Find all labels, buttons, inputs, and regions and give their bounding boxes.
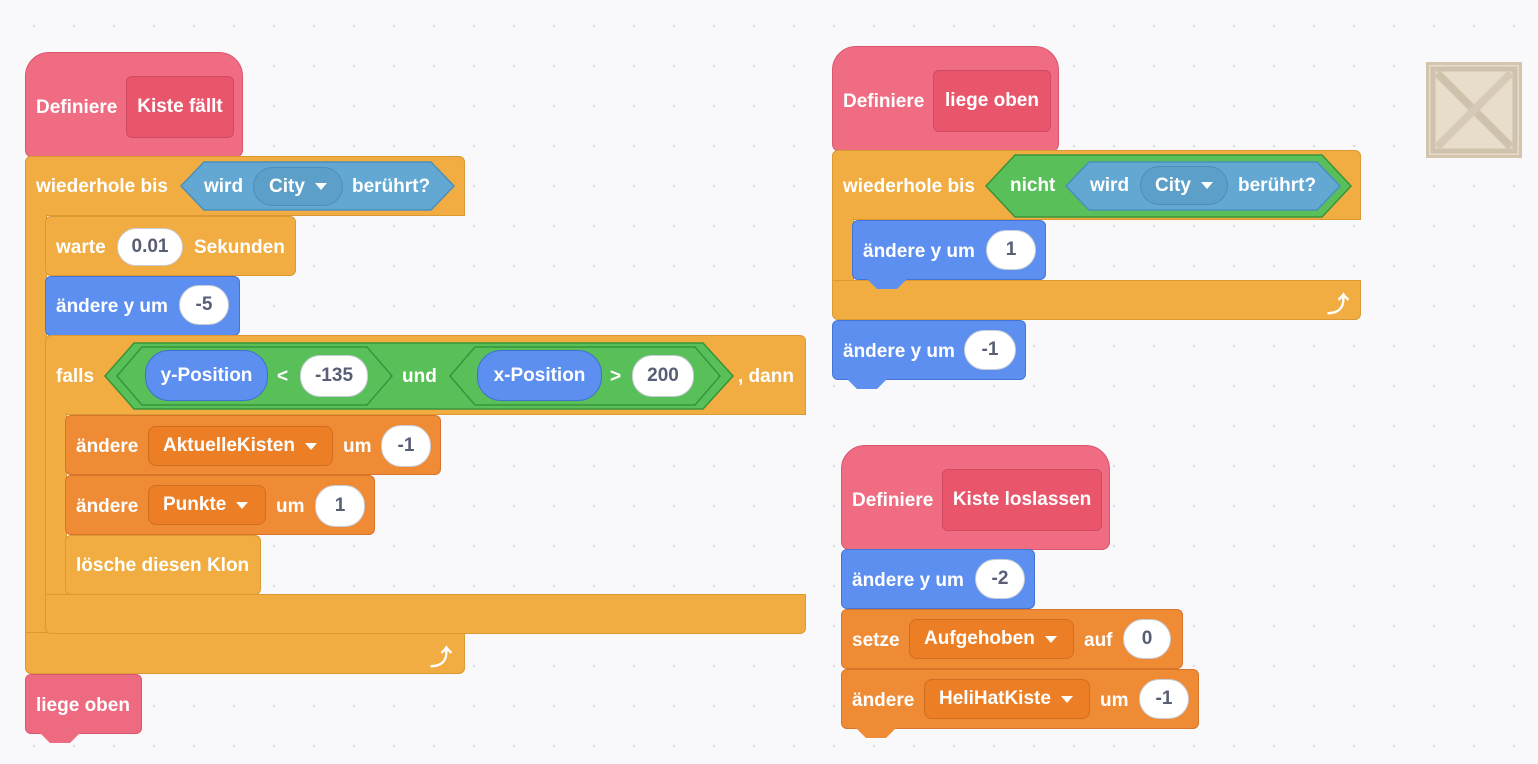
dropdown-caret-icon [304,442,317,450]
touching-target-dropdown[interactable]: City [1140,166,1228,205]
to-label: auf [1084,630,1113,651]
change-y-input[interactable]: -5 [179,285,229,325]
procedure-prototype[interactable]: Kiste fällt [126,76,234,138]
touching-prefix: wird [204,176,244,197]
block-tab [40,733,80,743]
variable-dropdown[interactable]: Punkte [148,485,266,525]
change-by-input[interactable]: 1 [315,485,365,527]
dropdown-caret-icon [314,183,327,190]
change-y-label: ändere y um [843,341,955,362]
change-label: ändere [76,436,139,457]
repeat-until-label: wiederhole bis [36,176,168,197]
define-label: Definiere [843,91,925,112]
repeat-until-end: ⤴ [832,280,1361,320]
greater-than-input[interactable]: 200 [632,355,694,397]
procedure-name: liege oben [945,90,1039,111]
define-hat-block[interactable]: Definiere Kiste fällt [25,52,243,158]
less-than-input[interactable]: -135 [300,355,368,397]
greater-than-sign: > [610,366,622,387]
procedure-name: Kiste fällt [137,96,223,117]
change-y-input[interactable]: -2 [975,559,1025,599]
set-value-input[interactable]: 0 [1123,619,1171,659]
touching-target: City [1155,174,1191,196]
if-arm [45,413,67,596]
if-label: falls [56,366,95,387]
then-label: , dann [738,366,794,387]
variable-name: HeliHatKiste [939,688,1051,709]
crate-icon [1430,66,1518,154]
dropdown-caret-icon [1044,635,1057,643]
define-hat-block[interactable]: Definiere liege oben [832,46,1059,152]
loop-arrow-icon: ⤴ [430,645,453,670]
dropdown-caret-icon [1200,182,1213,189]
block-tab [867,279,907,289]
repeat-until-end: ⤴ [25,632,465,674]
repeat-until-arm [832,218,854,282]
define-hat-block[interactable]: Definiere Kiste loslassen [841,445,1110,550]
repeat-until-arm [25,214,47,634]
change-y-label: ändere y um [852,570,964,591]
procedure-name: Kiste loslassen [952,489,1092,510]
change-label: ändere [852,690,915,711]
crate-sprite[interactable] [1426,62,1522,158]
variable-dropdown[interactable]: AktuelleKisten [148,426,333,466]
y-position-reporter[interactable]: y-Position [145,350,268,401]
wait-unit: Sekunden [194,237,285,258]
change-y-label: ändere y um [56,296,168,317]
change-y-input[interactable]: 1 [986,230,1036,270]
not-label: nicht [1010,175,1056,196]
change-label: ändere [76,496,139,517]
call-label: liege oben [36,695,130,716]
change-y-label: ändere y um [863,241,975,262]
procedure-prototype[interactable]: liege oben [933,70,1051,132]
touching-target: City [269,175,305,197]
define-label: Definiere [36,97,118,118]
and-label: und [402,366,437,387]
dropdown-caret-icon [1060,695,1073,703]
loop-arrow-icon: ⤴ [1327,292,1350,317]
variable-name: Punkte [163,494,227,515]
if-end [45,594,806,634]
by-label: um [1100,690,1129,711]
procedure-prototype[interactable]: Kiste loslassen [942,469,1102,531]
change-by-input[interactable]: -1 [381,425,431,467]
block-tab [847,379,887,389]
repeat-until-label: wiederhole bis [843,176,975,197]
block-tab [856,728,896,738]
define-label: Definiere [852,490,934,511]
by-label: um [343,436,372,457]
touching-suffix: berührt? [1238,175,1317,196]
less-than-sign: < [277,366,289,387]
variable-dropdown[interactable]: Aufgehoben [909,619,1074,659]
change-y-input[interactable]: -1 [964,330,1016,370]
variable-dropdown[interactable]: HeliHatKiste [924,679,1090,719]
wait-seconds-input[interactable]: 0.01 [117,228,183,266]
touching-prefix: wird [1090,175,1130,196]
wait-label: warte [56,237,106,258]
by-label: um [276,496,305,517]
touching-suffix: berührt? [352,176,431,197]
delete-clone-label: lösche diesen Klon [76,555,250,576]
call-liege-oben-block[interactable]: liege oben [25,674,142,743]
change-by-input[interactable]: -1 [1139,679,1189,719]
touching-target-dropdown[interactable]: City [253,167,343,206]
variable-name: Aufgehoben [924,628,1035,649]
variable-name: AktuelleKisten [163,435,295,456]
set-label: setze [852,630,900,651]
dropdown-caret-icon [236,501,249,509]
delete-clone-block[interactable]: lösche diesen Klon [65,535,261,595]
x-position-reporter[interactable]: x-Position [477,350,602,401]
